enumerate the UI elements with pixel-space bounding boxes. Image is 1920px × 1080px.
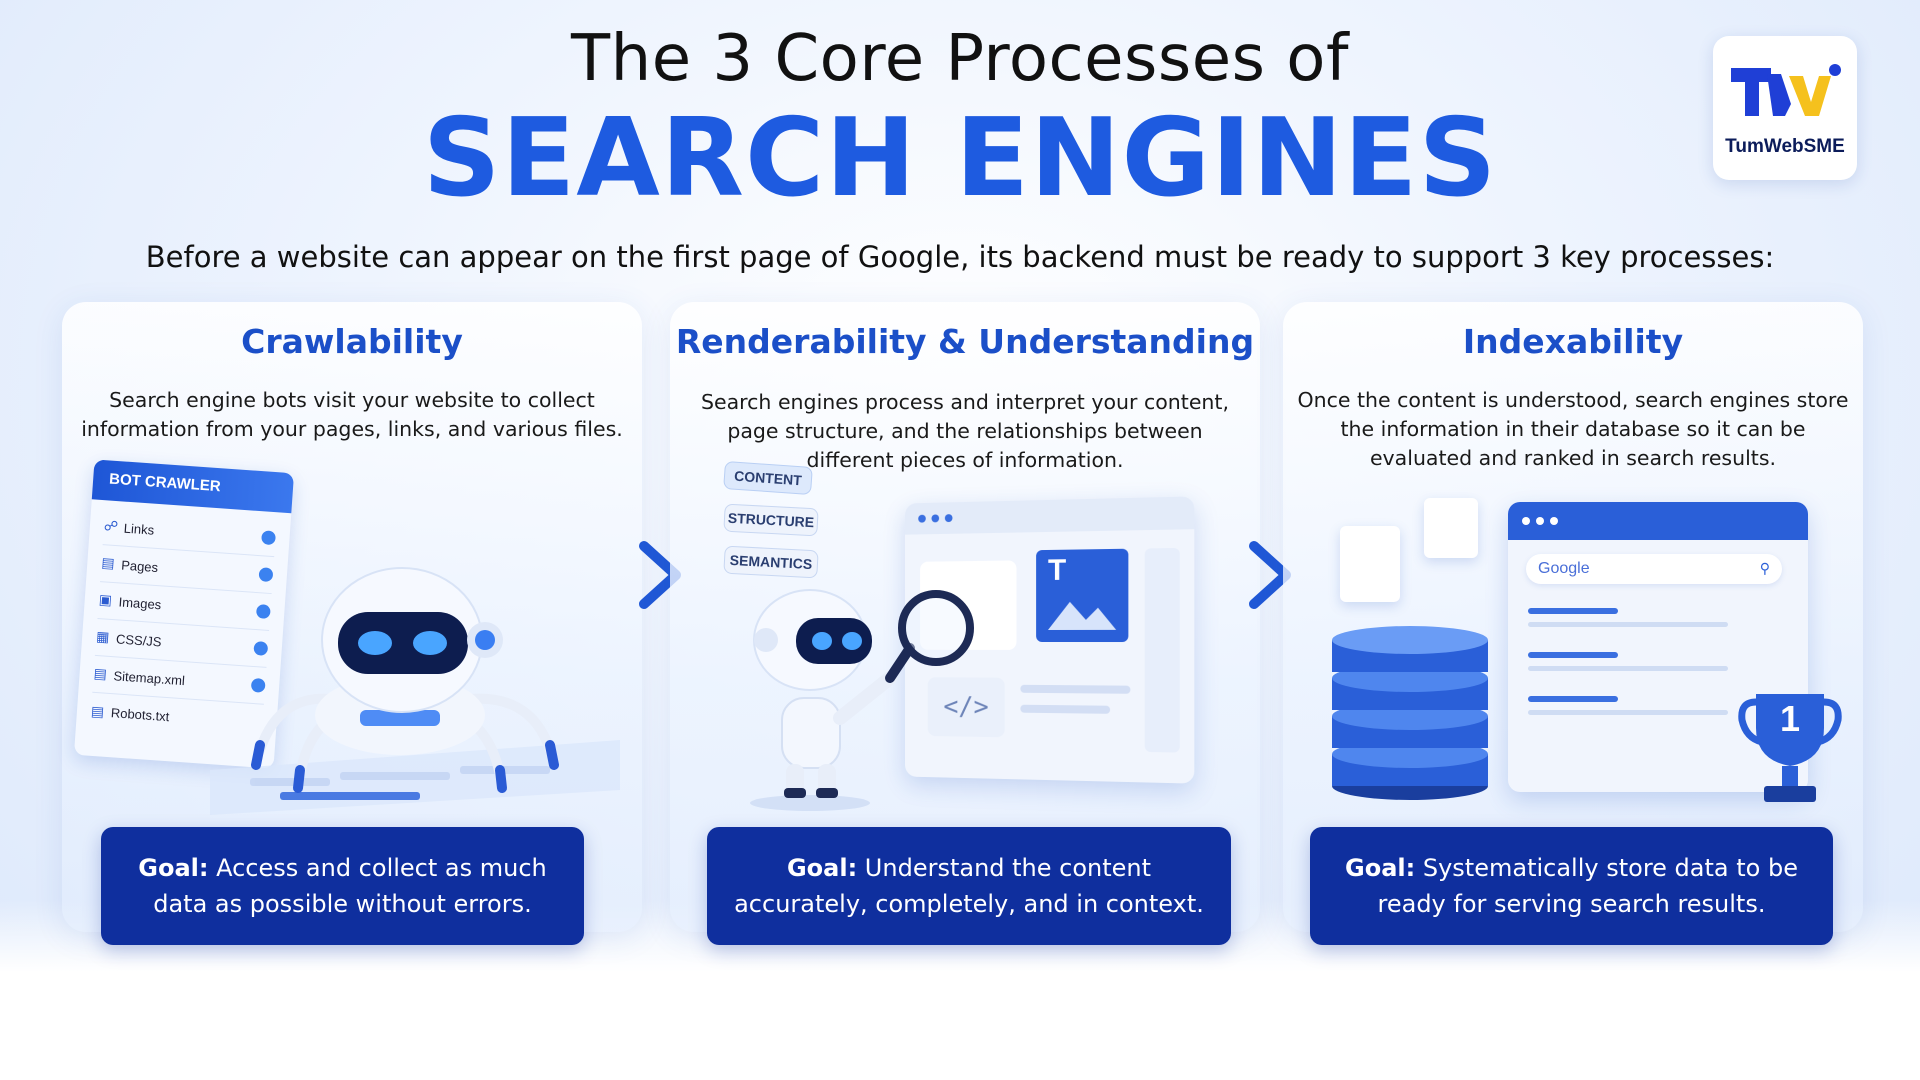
panel-description: Search engines process and interpret you… (701, 390, 1229, 472)
link-icon: ☍ (103, 518, 119, 536)
goal-box-renderability: Goal: Understand the content accurately,… (707, 827, 1231, 945)
subtitle: Before a website can appear on the first… (145, 240, 1775, 274)
goal-label: Goal: (138, 854, 209, 882)
image-letter: T (1047, 553, 1067, 587)
robots-file-icon: ▤ (90, 703, 105, 721)
panel-title: Indexability (1462, 322, 1684, 361)
search-brand: Google (1538, 560, 1590, 577)
goal-box-indexability: Goal: Systematically store data to be re… (1310, 827, 1833, 945)
goal-text: Access and collect as much data as possi… (153, 854, 547, 918)
robot-magnifier-icon (750, 589, 974, 811)
goal-content: Goal: Systematically store data to be re… (1326, 850, 1817, 922)
result-text-line (1528, 710, 1728, 715)
result-title-line (1528, 652, 1618, 658)
image-block: T (1036, 548, 1129, 643)
browser-toolbar (905, 496, 1195, 535)
document-icon (1340, 526, 1400, 602)
goal-text: Systematically store data to be ready fo… (1377, 854, 1798, 918)
logo: TumWebSME (1713, 36, 1857, 180)
code-file-icon: ▦ (95, 628, 110, 646)
search-bar: Google ⚲ (1526, 554, 1782, 584)
document-icon (1424, 498, 1478, 558)
goal-content: Goal: Access and collect as much data as… (117, 850, 568, 922)
goal-label: Goal: (786, 854, 858, 882)
image-icon: ▣ (98, 592, 113, 609)
page-icon: ▤ (100, 555, 116, 573)
title-line-1: The 3 Core Processes of (571, 22, 1349, 96)
window-dot (931, 514, 940, 523)
goal-text: Understand the content accurately, compl… (734, 854, 1204, 918)
title-line-2: SEARCH ENGINES (422, 96, 1498, 221)
trophy-number: 1 (1779, 698, 1801, 739)
result-text-line (1528, 622, 1728, 627)
goal-box-crawlability: Goal: Access and collect as much data as… (101, 827, 584, 945)
semantics-tag: SEMANTICS (723, 545, 819, 579)
panel-description: Once the content is understood, search e… (1297, 388, 1849, 470)
browser-window: T </> (905, 496, 1195, 784)
spider-robot-icon (210, 567, 620, 815)
panel-title: Crawlability (241, 322, 463, 361)
result-title-line (1528, 696, 1618, 702)
result-text-line (1528, 666, 1728, 671)
window-dot (944, 514, 953, 523)
tw-logo-icon (1731, 64, 1841, 116)
text-line (1020, 704, 1111, 714)
structure-tag: STRUCTURE (723, 503, 819, 537)
goal-label: Goal: (1345, 854, 1416, 882)
text-line (1020, 684, 1131, 694)
mountain-icon (1047, 601, 1117, 630)
search-icon: ⚲ (1759, 561, 1770, 577)
window-dot (1522, 517, 1530, 525)
trophy-icon: 1 (1738, 688, 1842, 812)
browser-toolbar (1508, 502, 1808, 540)
window-dot (1550, 517, 1558, 525)
logo-text: TumWebSME (1725, 136, 1845, 157)
trophy-shape (1738, 694, 1842, 802)
panel-description: Search engine bots visit your website to… (81, 388, 623, 441)
database-icon (1332, 626, 1488, 800)
sitemap-icon: ▤ (93, 665, 108, 683)
window-dot (918, 514, 926, 523)
goal-content: Goal: Understand the content accurately,… (723, 850, 1215, 922)
result-title-line (1528, 608, 1618, 614)
window-dot (1536, 517, 1544, 525)
panel-title: Renderability & Understanding (675, 322, 1255, 361)
sidebar-block (1144, 547, 1180, 753)
